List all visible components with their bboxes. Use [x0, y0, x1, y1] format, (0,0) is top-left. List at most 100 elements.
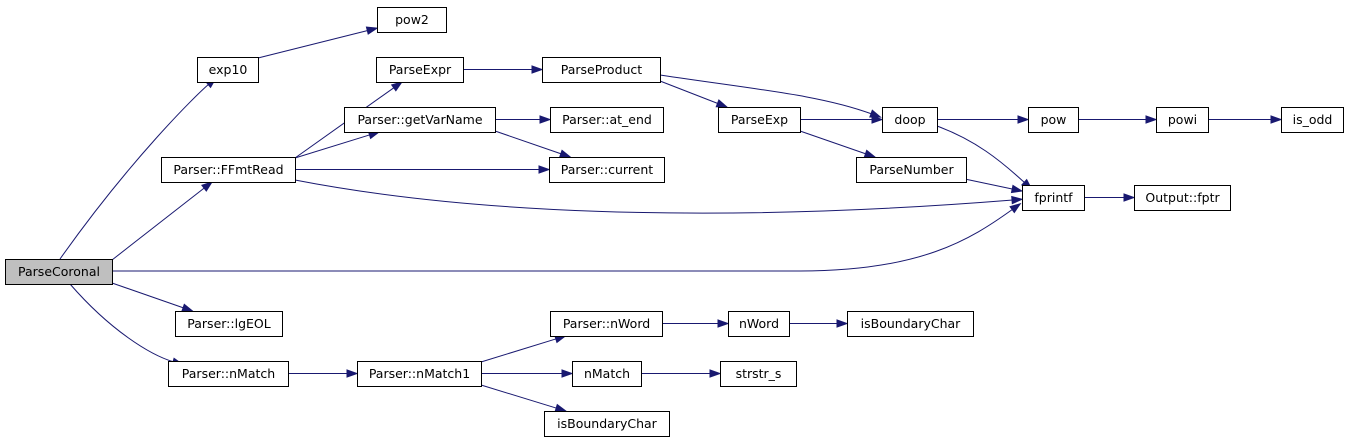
node-label: Parser::nWord: [563, 316, 650, 331]
edge-line: [294, 134, 370, 159]
edge-line: [480, 338, 557, 363]
node-box: [175, 311, 283, 337]
node-label: Parser::getVarName: [357, 112, 482, 127]
node-label: ParseExp: [731, 112, 788, 127]
node-ParseProduct[interactable]: ParseProduct: [542, 57, 661, 83]
node-label: pow2: [395, 12, 429, 27]
node-box: [544, 411, 670, 437]
edge-arrowhead: [390, 81, 404, 92]
node-box: [376, 57, 464, 83]
node-exp10[interactable]: exp10: [197, 57, 259, 83]
edge-arrowhead: [1017, 115, 1030, 124]
edge-arrowhead: [531, 65, 544, 74]
edge-ParseExp-to-doop: [800, 115, 884, 124]
edge-line: [111, 208, 1014, 272]
node-label: nWord: [739, 316, 779, 331]
edge-nWord-to-isBoundaryChar1: [789, 319, 849, 328]
edge-line: [799, 130, 866, 155]
edge-fprintf-to-fptr: [1084, 193, 1136, 202]
node-box: [549, 157, 665, 183]
node-box: [856, 157, 967, 183]
edge-arrowhead: [836, 319, 849, 328]
node-lgEOL[interactable]: Parser::lgEOL: [175, 311, 283, 337]
node-strstr_s[interactable]: strstr_s: [720, 361, 797, 387]
node-nWord[interactable]: nWord: [728, 311, 790, 337]
call-graph-edges: [59, 26, 1283, 413]
node-box: [5, 259, 113, 285]
node-label: strstr_s: [736, 366, 782, 381]
node-at_end[interactable]: Parser::at_end: [550, 107, 664, 133]
node-is_odd[interactable]: is_odd: [1281, 107, 1344, 133]
node-label: is_odd: [1293, 112, 1333, 127]
edge-getVarName-to-at_end: [495, 115, 552, 124]
edge-ParseNumber-to-fprintf: [965, 178, 1024, 194]
node-isBoundaryChar2[interactable]: isBoundaryChar: [544, 411, 670, 437]
edge-arrowhead: [717, 319, 730, 328]
node-doop[interactable]: doop: [882, 107, 938, 133]
node-box: [344, 107, 496, 133]
edge-arrowhead: [863, 149, 877, 158]
node-pow[interactable]: pow: [1028, 107, 1079, 133]
node-ParseNumber[interactable]: ParseNumber: [856, 157, 967, 183]
edge-arrowhead: [561, 369, 574, 378]
edge-nMatch1-to-isBoundaryChar2: [480, 384, 568, 413]
edge-arrowhead: [539, 115, 552, 124]
node-box: [882, 107, 938, 133]
node-ParseCoronal[interactable]: ParseCoronal: [5, 259, 113, 285]
edge-arrowhead: [181, 303, 194, 312]
node-box: [197, 57, 259, 83]
edge-line: [257, 30, 368, 59]
edge-line: [936, 125, 1026, 184]
node-box: [1156, 107, 1209, 133]
node-ParseExpr[interactable]: ParseExpr: [376, 57, 464, 83]
node-isBoundaryChar1[interactable]: isBoundaryChar: [847, 311, 974, 337]
node-nWordP[interactable]: Parser::nWord: [550, 311, 663, 337]
edge-arrowhead: [1010, 184, 1024, 194]
edge-line: [494, 130, 562, 155]
node-nMatch1[interactable]: Parser::nMatch1: [357, 361, 482, 387]
node-fptr[interactable]: Output::fptr: [1134, 185, 1231, 211]
edge-arrowhead: [554, 403, 568, 413]
node-box: [542, 57, 661, 83]
node-label: powi: [1168, 112, 1197, 127]
edge-ParseCoronal-to-FFmtRead: [111, 181, 214, 261]
edge-nMatch-to-strstr_s: [641, 369, 722, 378]
node-nMatchP[interactable]: Parser::nMatch: [168, 361, 289, 387]
node-box: [1028, 107, 1079, 133]
node-box: [1134, 185, 1231, 211]
node-fprintf[interactable]: fprintf: [1022, 185, 1085, 211]
edge-arrowhead: [365, 26, 379, 35]
edge-doop-to-pow: [937, 115, 1030, 124]
edge-line: [69, 283, 175, 363]
node-label: nMatch: [584, 366, 630, 381]
node-box: [550, 107, 664, 133]
edge-ParseCoronal-to-fprintf: [111, 202, 1022, 272]
node-current[interactable]: Parser::current: [549, 157, 665, 183]
node-label: ParseNumber: [869, 162, 954, 177]
edge-pow-to-powi: [1078, 115, 1158, 124]
edge-powi-to-is_odd: [1208, 115, 1283, 124]
edge-ParseExpr-to-ParseProduct: [463, 65, 544, 74]
edge-arrowhead: [1123, 193, 1136, 202]
node-getVarName[interactable]: Parser::getVarName: [344, 107, 496, 133]
edge-arrowhead: [201, 181, 214, 192]
edge-arrowhead: [709, 369, 722, 378]
node-powi[interactable]: powi: [1156, 107, 1209, 133]
edge-exp10-to-pow2: [257, 26, 379, 59]
node-FFmtRead[interactable]: Parser::FFmtRead: [161, 157, 296, 183]
edge-arrowhead: [346, 369, 359, 378]
edge-line: [111, 282, 184, 309]
edge-ParseCoronal-to-lgEOL: [111, 282, 194, 312]
node-label: ParseCoronal: [18, 264, 100, 279]
edge-arrowhead: [1270, 115, 1283, 124]
node-pow2[interactable]: pow2: [377, 7, 447, 33]
edge-line: [659, 80, 718, 104]
node-box: [1022, 185, 1085, 211]
node-box: [377, 7, 447, 33]
node-ParseExp[interactable]: ParseExp: [718, 107, 801, 133]
node-box: [357, 361, 482, 387]
edge-FFmtRead-to-getVarName: [294, 130, 381, 159]
node-label: fprintf: [1034, 190, 1073, 205]
node-nMatch[interactable]: nMatch: [572, 361, 642, 387]
